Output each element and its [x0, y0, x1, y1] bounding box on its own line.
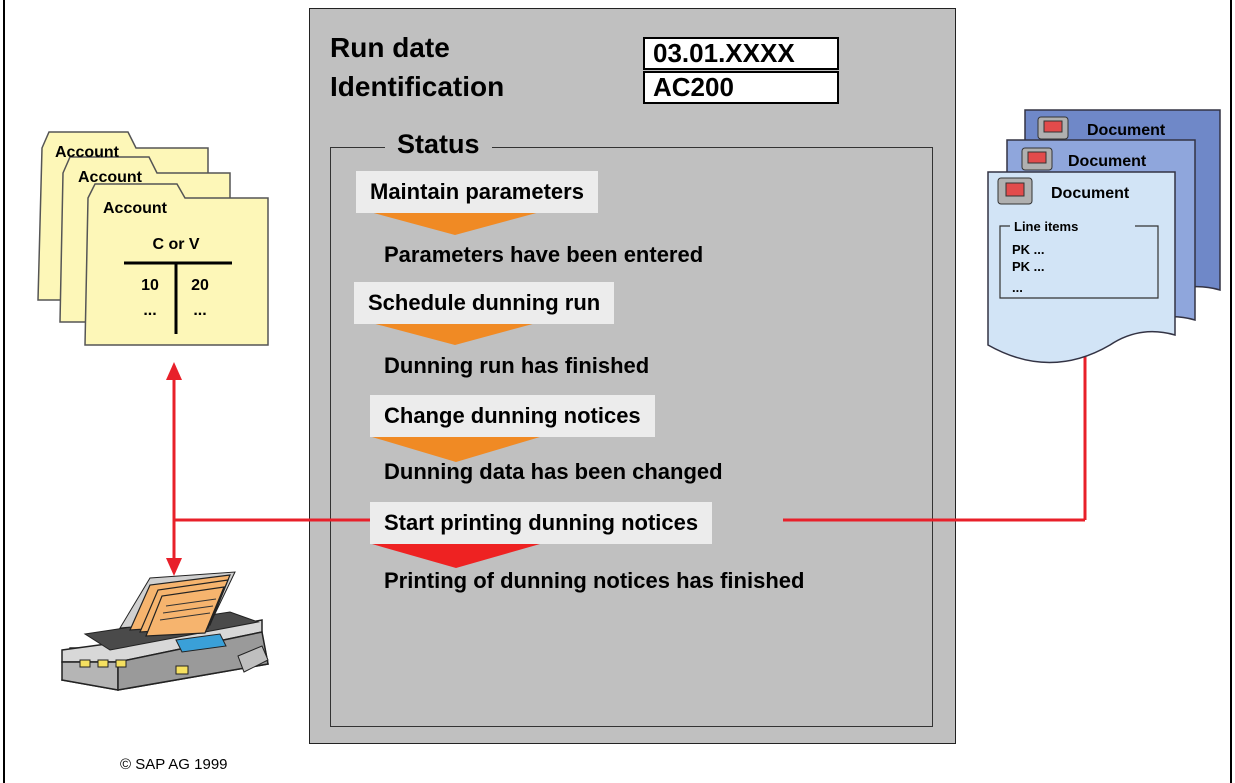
step-arrow-4 [372, 544, 540, 568]
step-arrow-2 [368, 322, 540, 345]
account-card-label-2: Account [78, 169, 143, 186]
step-maintain-parameters[interactable]: Maintain parameters [356, 171, 598, 213]
document-cards [987, 109, 1221, 364]
line-item-1: PK ... [1012, 242, 1045, 257]
arrow-up-accounts [166, 362, 182, 380]
print-connector [172, 340, 1087, 560]
step-schedule-dunning-run[interactable]: Schedule dunning run [354, 282, 615, 324]
document-label-3: Document [1051, 185, 1130, 202]
document-label-2: Document [1068, 153, 1147, 170]
result-dunning-data-changed: Dunning data has been changed [384, 459, 723, 484]
t-account-header: C or V [152, 236, 199, 253]
account-card-label-3: Account [103, 200, 168, 217]
t-account-debit-more: ... [143, 302, 156, 319]
status-group [330, 147, 933, 727]
step-arrow-1 [370, 212, 540, 235]
status-label: Status [385, 129, 492, 160]
result-printing-finished: Printing of dunning notices has finished [384, 568, 805, 593]
account-card-label-1: Account [55, 144, 120, 161]
identification-label: Identification [330, 71, 505, 102]
document-icon-3-mark [1005, 182, 1025, 197]
document-label-1: Document [1087, 122, 1166, 139]
arrow-down-printer [166, 558, 182, 576]
step-arrow-3 [372, 437, 540, 462]
printer-icon [61, 571, 269, 691]
line-items-label: Line items [1014, 219, 1078, 234]
t-account-debit: 10 [141, 277, 159, 294]
slide-frame [3, 0, 1232, 783]
t-account-credit-more: ... [193, 302, 206, 319]
step-change-dunning-notices[interactable]: Change dunning notices [370, 395, 655, 437]
run-date-label: Run date [330, 32, 450, 63]
step-start-printing[interactable]: Start printing dunning notices [370, 502, 713, 544]
result-parameters-entered: Parameters have been entered [384, 242, 704, 267]
copyright-notice: © SAP AG 1999 [120, 756, 228, 773]
line-item-3: ... [1012, 280, 1023, 295]
line-item-2: PK ... [1012, 259, 1045, 274]
run-date-field[interactable]: 03.01.XXXX [643, 37, 839, 70]
result-dunning-run-finished: Dunning run has finished [384, 353, 650, 378]
t-account-credit: 20 [191, 277, 209, 294]
identification-field[interactable]: AC200 [643, 71, 839, 104]
line-items-group [999, 225, 1159, 299]
document-icon-2-mark [1027, 151, 1047, 164]
document-icon-1-mark [1043, 120, 1063, 133]
